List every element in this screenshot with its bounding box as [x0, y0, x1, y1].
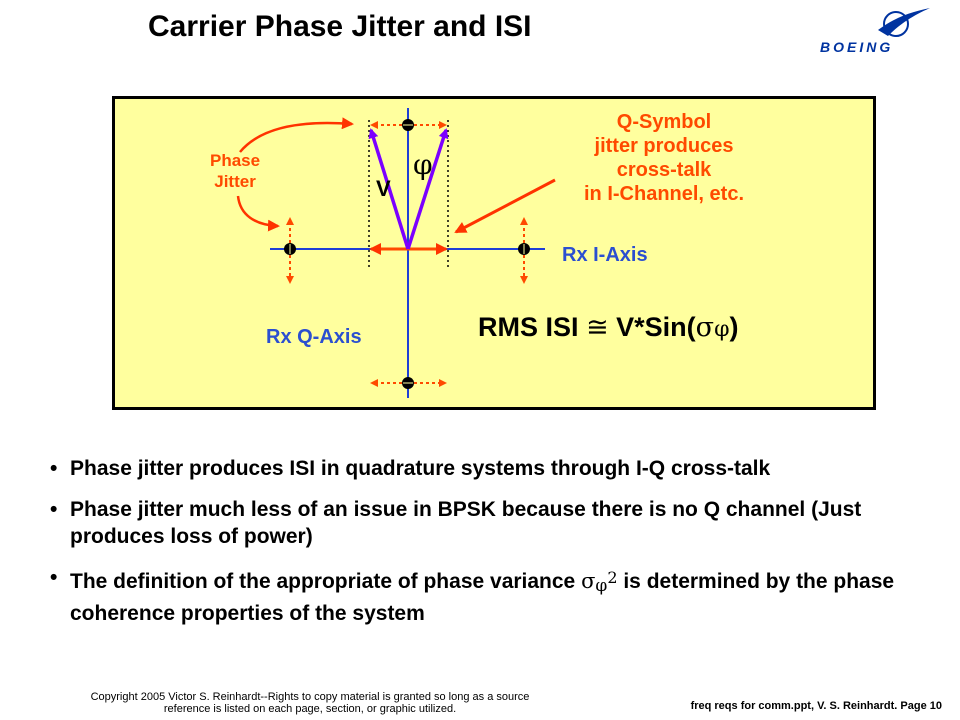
constellation-diagram-panel	[112, 96, 876, 410]
bullet-3-phi: φ	[595, 576, 608, 596]
slide-title: Carrier Phase Jitter and ISI	[148, 10, 532, 43]
rms-formula-close: )	[729, 312, 739, 342]
phase-jitter-curve-lower	[236, 195, 280, 232]
q-symbol-pointer-arrow	[454, 178, 556, 234]
rms-formula-prefix: RMS ISI	[478, 312, 587, 342]
phase-jitter-label: Phase Jitter	[210, 150, 260, 192]
boeing-logo: BOEING	[818, 6, 940, 60]
rms-isi-formula: RMS ISI ≅ V*Sin(σφ)	[478, 312, 739, 343]
bullet-item: Phase jitter produces ISI in quadrature …	[50, 455, 930, 482]
page-reference: freq reqs for comm.ppt, V. S. Reinhardt.…	[690, 700, 942, 712]
jittered-vector-right	[406, 128, 449, 250]
phi-symbol-label: φ	[413, 148, 433, 181]
bullet-3-exponent: 2	[607, 568, 618, 587]
copyright-notice: Copyright 2005 Victor S. Reinhardt--Righ…	[30, 691, 590, 715]
bullet-item: Phase jitter much less of an issue in BP…	[50, 496, 930, 550]
vector-v-label: V	[376, 176, 391, 201]
constellation-point-right	[518, 243, 530, 255]
boeing-swoosh-icon	[878, 8, 930, 37]
jittered-vector-left	[368, 128, 410, 250]
phase-jitter-curve-upper	[239, 117, 354, 153]
rms-formula-sigma: σ	[695, 312, 715, 343]
bullet-item: The definition of the appropriate of pha…	[50, 564, 930, 627]
q-symbol-note-line4: in I-Channel, etc.	[583, 183, 745, 205]
copyright-line1: Copyright 2005 Victor S. Reinhardt--Righ…	[90, 691, 530, 703]
q-symbol-note-line2: jitter produces	[594, 135, 734, 157]
phase-jitter-label-line1: Phase	[210, 151, 261, 170]
logo-wordmark: BOEING	[820, 39, 894, 55]
bullet-3-sigma: σ	[581, 569, 596, 593]
constellation-point-left	[284, 243, 296, 255]
i-axis-label: Rx I-Axis	[562, 244, 648, 266]
bullet-list: Phase jitter produces ISI in quadrature …	[50, 455, 930, 641]
rms-formula-phi: φ	[714, 317, 730, 342]
bullet-3-prefix: The definition of the appropriate of pha…	[70, 570, 582, 593]
q-symbol-note-line3: cross-talk	[616, 159, 712, 181]
rms-formula-body: V*Sin(	[608, 312, 696, 342]
constellation-point-top	[402, 119, 414, 131]
rms-formula-approx: ≅	[586, 312, 609, 343]
q-symbol-note: Q-Symbol jitter produces cross-talk in I…	[548, 110, 780, 206]
copyright-line2: reference is listed on each page, sectio…	[163, 703, 457, 715]
phase-jitter-label-line2: Jitter	[214, 172, 256, 191]
bullet-3-suffix: is determined by the phase coherence pro…	[70, 570, 895, 625]
q-symbol-note-line1: Q-Symbol	[616, 111, 712, 133]
q-axis-label: Rx Q-Axis	[266, 326, 362, 348]
constellation-point-bottom	[402, 377, 414, 389]
